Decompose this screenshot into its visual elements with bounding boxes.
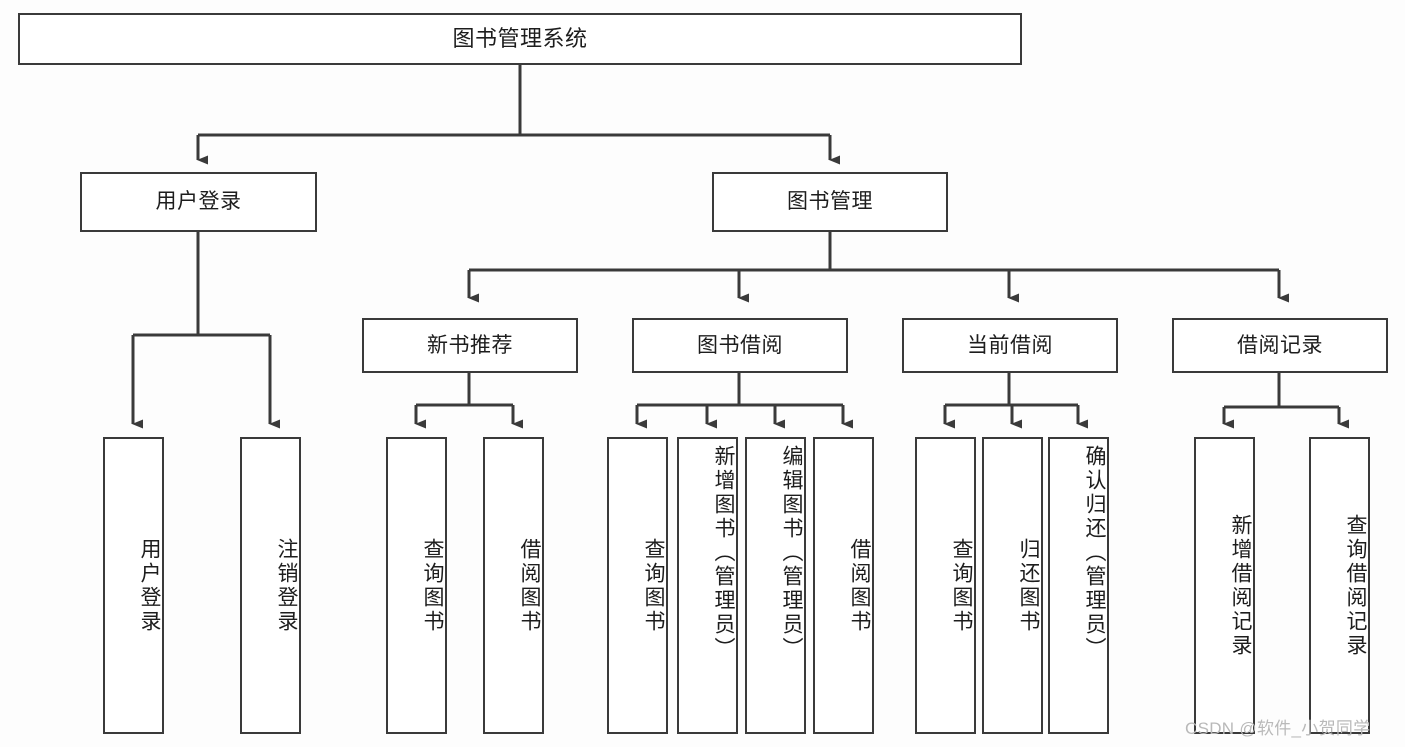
leaf-query-book-recommend[interactable]: 查询图书 <box>386 437 447 734</box>
node-root-system[interactable]: 图书管理系统 <box>18 13 1022 65</box>
leaf-query-book-borrow[interactable]: 查询图书 <box>607 437 668 734</box>
leaf-borrow-book-borrow[interactable]: 借阅图书 <box>813 437 874 734</box>
node-current-borrow[interactable]: 当前借阅 <box>902 318 1118 373</box>
leaf-borrow-book-recommend[interactable]: 借阅图书 <box>483 437 544 734</box>
leaf-query-borrow-record[interactable]: 查询借阅记录 <box>1309 437 1370 734</box>
leaf-edit-book-admin[interactable]: 编辑图书（管理员） <box>745 437 806 734</box>
leaf-add-borrow-record[interactable]: 新增借阅记录 <box>1194 437 1255 734</box>
leaf-user-login[interactable]: 用户登录 <box>103 437 164 734</box>
leaf-query-book-current[interactable]: 查询图书 <box>915 437 976 734</box>
leaf-return-book[interactable]: 归还图书 <box>982 437 1043 734</box>
leaf-logout-login[interactable]: 注销登录 <box>240 437 301 734</box>
node-book-management[interactable]: 图书管理 <box>712 172 948 232</box>
leaf-confirm-return-admin[interactable]: 确认归还（管理员） <box>1048 437 1109 734</box>
node-user-login[interactable]: 用户登录 <box>80 172 317 232</box>
node-borrow-record[interactable]: 借阅记录 <box>1172 318 1388 373</box>
leaf-add-book-admin[interactable]: 新增图书（管理员） <box>677 437 738 734</box>
csdn-watermark: CSDN @软件_小贺同学 <box>1185 719 1371 738</box>
node-book-borrow[interactable]: 图书借阅 <box>632 318 848 373</box>
node-new-book-recommend[interactable]: 新书推荐 <box>362 318 578 373</box>
